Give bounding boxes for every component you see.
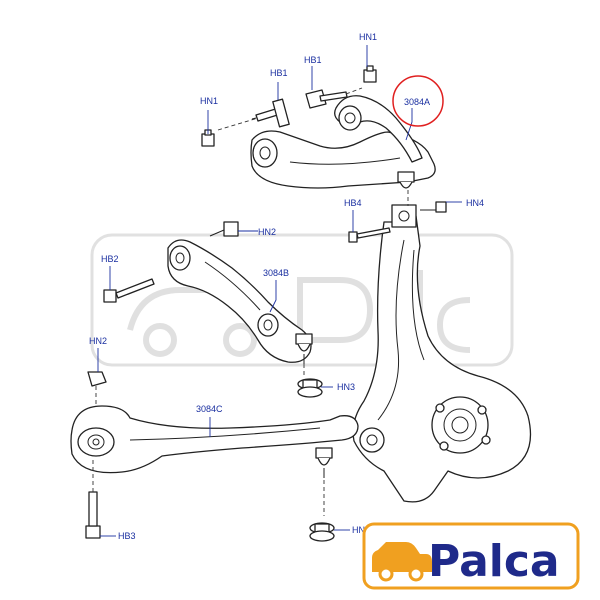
label-3084c: 3084C [196,404,223,414]
label-hn1-left: HN1 [200,96,218,106]
car-icon [372,542,432,582]
upper-control-arm-3084a [250,95,436,189]
hb2-bolt [103,278,155,303]
label-3084b: 3084B [263,268,289,278]
hn2-nut-mid [209,221,239,237]
label-hn3-bottom: HN3 [352,525,370,535]
highlight-circle-3084a [392,75,444,127]
hn2-nut-left [87,371,107,387]
hn4-nut [420,201,447,213]
hb1-bolt-top [305,87,363,109]
label-hb3: HB3 [118,531,136,541]
lower-control-arm-3084b [167,239,313,364]
label-hb4: HB4 [344,198,362,208]
hb3-bolt [85,460,101,539]
hn3-nut-bottom [309,522,335,542]
steering-knuckle [349,204,532,503]
logo-text: Palca [428,536,560,587]
palca-logo: Palca [362,522,580,590]
label-hb1-top: HB1 [304,55,322,65]
label-hb1-left: HB1 [270,68,288,78]
hn3-nut-mid [297,378,323,398]
label-hb2: HB2 [101,254,119,264]
hb1-bolt-left [217,98,290,131]
lower-control-arm-3084c [70,405,359,516]
label-3084a: 3084A [404,97,430,107]
label-hn4: HN4 [466,198,484,208]
label-hn2-mid: HN2 [258,227,276,237]
label-hn2-left: HN2 [89,336,107,346]
label-hn3-mid: HN3 [337,382,355,392]
leader-lines [97,45,462,537]
hn1-nut-top [363,65,377,83]
label-hn1-top: HN1 [359,32,377,42]
